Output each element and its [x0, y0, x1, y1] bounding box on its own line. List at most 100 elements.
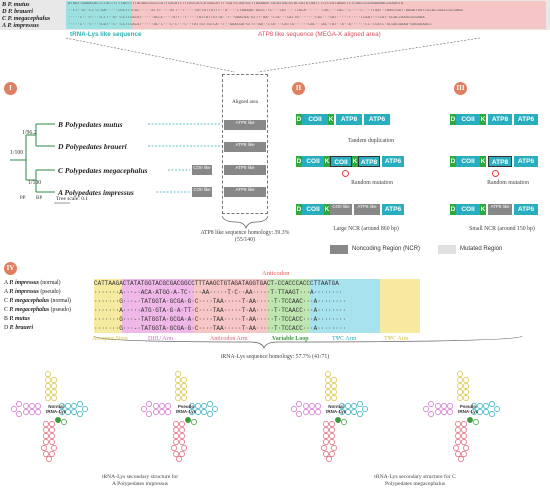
region-tpsic-2: TΨC Arm — [384, 336, 409, 342]
ta-row-bands — [66, 1, 546, 8]
taxon-braueri: D Polypedates braueri — [58, 142, 127, 151]
anticodon-label: Anticodon — [262, 270, 290, 277]
gene-d-iii: D — [450, 114, 456, 125]
iv-seq-2: ·······G···-·TATGGTA·GCGA·G·C····TAA····… — [94, 298, 347, 305]
gene-d-iii-3: D — [450, 204, 456, 215]
ta-seq-impressus: ·····C···T···TCGT··C··CCTTCACGT·····AC·C… — [68, 23, 432, 27]
ta-label-braueri: D P. braueri — [2, 8, 33, 15]
taxon-mutus: B Polypedates mutus — [58, 120, 123, 129]
gene-d: D — [296, 114, 302, 125]
gene-k-iii: K — [480, 114, 486, 125]
gene-atp6: ATP6 — [364, 114, 390, 125]
band-dhu — [122, 279, 194, 333]
random-mutation-label-iii: Random mutation — [487, 180, 529, 186]
iv-label-1: A P. impressus (pseudo) — [4, 289, 61, 295]
taxon-impressus: A Polypedates impressus — [58, 188, 134, 197]
gene-atp6-iii-2: ATP6 — [514, 156, 538, 167]
atp8-like-ncr: ATP8 like — [354, 204, 380, 215]
node-support-3: 1/100 — [28, 180, 42, 186]
structure-c-pseudo — [423, 371, 500, 462]
gene-k-dup: K — [352, 156, 358, 167]
trna-structures — [11, 371, 500, 462]
node-support-2: 1/100 — [10, 150, 24, 156]
gene-k-iii-3: K — [480, 204, 486, 215]
struct-caption-c: tRNA-Lys secondary structure for C Polyp… — [374, 474, 456, 487]
ta-label-mutus: B P. mutus — [2, 1, 30, 8]
iv-label-4: B P. mutus — [4, 316, 30, 322]
gene-atp8-iii-2: ATP8 — [488, 156, 512, 167]
gene-coii-3: COII — [302, 204, 324, 215]
gene-k: K — [328, 114, 334, 125]
ta-label-megacephalus: C P. megacephalus — [2, 15, 51, 22]
small-ncr-caption: Small NCR (around 150 bp) — [469, 226, 535, 232]
gene-d-iii-2: D — [450, 156, 456, 167]
gene-d-2: D — [296, 156, 302, 167]
gene-k-3: K — [324, 204, 330, 215]
iv-label-2: C P. megacephalus (normal) — [4, 298, 71, 304]
numeral-i: I — [4, 82, 17, 95]
numeral-iii: III — [454, 82, 467, 95]
gene-atp8: ATP8 — [336, 114, 362, 125]
numeral-iv: IV — [4, 262, 17, 275]
trna-like-caption: tRNA-Lys like sequence — [70, 31, 142, 38]
gene-atp6-2: ATP6 — [382, 156, 404, 167]
ta-label-impressus: A P. impressus — [2, 22, 39, 29]
ta-seq-megacephalus: ·····C···C···TCTT··G··CCTTCACGT·····ACCC… — [68, 16, 425, 20]
band-tpsic — [310, 279, 380, 333]
random-mutation-label-ii: Random mutation — [351, 180, 393, 186]
structure-label-0: Normal tRNA-Lys — [45, 404, 67, 414]
band-acceptor — [94, 279, 122, 333]
gene-coii-2: COII — [302, 156, 324, 167]
trna-homology: tRNA-Lys sequence homology: 57.7% (41/71… — [220, 354, 330, 360]
atp8-like-caption: ATP8 like sequence (MEGA-X aligned area) — [258, 31, 381, 38]
gene-d-3: D — [296, 204, 302, 215]
gene-atp8-2: ATP8 — [358, 156, 380, 167]
numeral-ii: II — [292, 82, 305, 95]
region-acceptor: Acceptor Stem — [92, 336, 128, 342]
atp8-homology: ATP8 like sequence homology: 39.3% (55/1… — [200, 230, 290, 243]
large-ncr-caption: Large NCR (around 860 bp) — [333, 226, 399, 232]
coii-like-ncr: COII like — [330, 204, 352, 215]
legend-noncoding-swatch — [330, 245, 348, 254]
struct-caption-a: tRNA-Lys secondary structure for A Polyp… — [101, 474, 179, 487]
legend-noncoding-label: Noncoding Region (NCR) — [352, 246, 421, 252]
atp8-like-ncr-iii: ATP8 like — [488, 204, 512, 215]
ta-seq-braueri: ··CT··G··CT·C·GA·····CGCTTTCGC·····ATTC·… — [68, 9, 463, 13]
legend-mutated-swatch — [438, 245, 456, 254]
gene-atp6-3: ATP6 — [382, 204, 404, 215]
band-variable — [268, 279, 310, 333]
ta-seq-mutus: ATGGTTAAAACACTCTGCTTTTTACCTTTACAGCCGCCCA… — [68, 2, 404, 6]
gene-atp6-iii-3: ATP6 — [514, 204, 538, 215]
taxon-megacephalus: C Polypedates megacephalus — [58, 166, 148, 175]
aligned-area-box — [222, 74, 268, 214]
gene-k-2: K — [324, 156, 330, 167]
iv-seq-3: ·······A·····ATG·GTA·G·A·TT·C····TAA····… — [94, 307, 347, 314]
gene-coii: COII — [302, 114, 328, 125]
iv-seq-1: ·······A···-·ACA·ATGG·A-TC····AA·····T·C… — [94, 289, 343, 296]
structure-label-2: Normal tRNA-Lys — [325, 404, 347, 414]
gene-k-iii-2: K — [480, 156, 486, 167]
iv-seq-0: CATTAAGACTATATGGTACGCGACGGCCTTTAAGCTGTAG… — [94, 280, 339, 287]
structure-a-pseudo — [141, 371, 218, 462]
band-tpsic-2 — [380, 279, 420, 333]
aligned-area-label: Aligned area — [232, 100, 258, 105]
structure-a-normal — [11, 371, 88, 462]
gene-atp8-iii: ATP8 — [488, 114, 512, 125]
iv-label-5: D P. braueri — [4, 325, 34, 331]
atp8-like-box-braueri: ATP8 like — [224, 142, 266, 152]
structure-c-normal — [291, 371, 368, 462]
node-support-1: 1/96.2 — [22, 130, 37, 136]
coii-like-box-impressus: COII like — [192, 187, 212, 197]
atp8-like-box-megacephalus: ATP8 like — [224, 165, 266, 175]
band-anticodon — [194, 279, 268, 333]
no-entry-icon — [492, 170, 499, 177]
iv-seq-4: ·······G···-·TATGGTA·GCGA·A·C····TAA····… — [94, 316, 347, 323]
pp-label: PP — [20, 196, 26, 201]
tree-scale: Tree scale: 0.1 — [56, 196, 89, 202]
phylogenetic-tree — [10, 123, 222, 204]
atp8-like-box-impressus: ATP8 like — [224, 187, 266, 197]
region-dhu: DHU Arm — [148, 336, 174, 342]
iv-seq-5: ·······G···-·TATGGTA·GCGA·G·C····TAA····… — [94, 325, 347, 332]
atp8-like-box-mutus: ATP8 like — [224, 120, 266, 130]
region-variable: Variable Loop — [272, 336, 309, 342]
